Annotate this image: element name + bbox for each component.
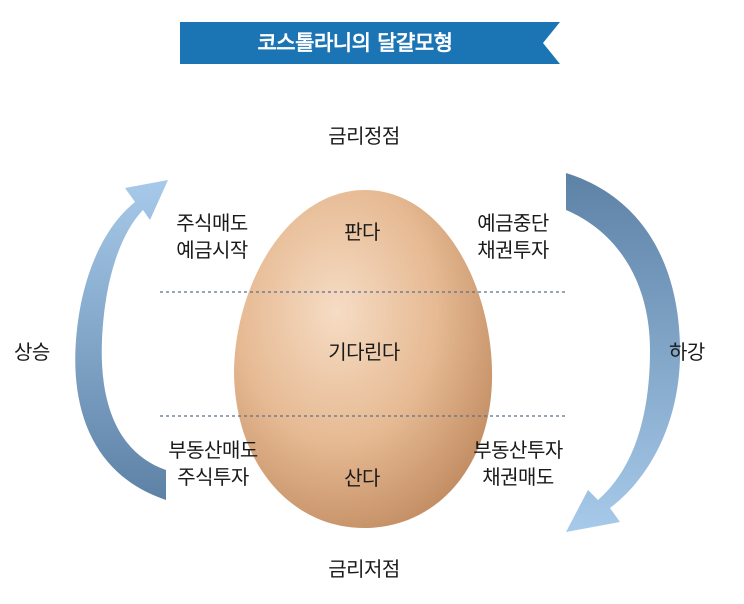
diagram-title: 코스톨라니의 달걀모형 bbox=[257, 31, 453, 55]
phase-falling-label: 하강 bbox=[669, 340, 705, 364]
title-banner bbox=[180, 22, 560, 64]
egg-shape bbox=[234, 190, 493, 528]
action-sell-label: 판다 bbox=[344, 220, 380, 244]
action-buy-label: 산다 bbox=[344, 466, 380, 490]
strategy-top-left-line-2: 예금시작 bbox=[176, 238, 248, 262]
phase-peak-label: 금리정점 bbox=[328, 124, 400, 148]
strategy-bottom-left-line-1: 부동산매도 bbox=[168, 438, 258, 462]
strategy-bottom-right-line-2: 채권매도 bbox=[482, 465, 554, 489]
strategy-top-left-line-1: 주식매도 bbox=[176, 211, 248, 235]
strategy-bottom-right-line-1: 부동산투자 bbox=[473, 438, 563, 462]
falling-arrow bbox=[566, 173, 681, 532]
strategy-bottom-left-line-2: 주식투자 bbox=[177, 465, 249, 489]
strategy-top-right-line-1: 예금중단 bbox=[477, 211, 549, 235]
action-wait-label: 기다린다 bbox=[328, 340, 400, 364]
strategy-top-right-line-2: 채권투자 bbox=[477, 238, 549, 262]
phase-rising-label: 상승 bbox=[14, 340, 50, 364]
rising-arrow bbox=[75, 180, 168, 500]
phase-trough-label: 금리저점 bbox=[328, 557, 400, 581]
